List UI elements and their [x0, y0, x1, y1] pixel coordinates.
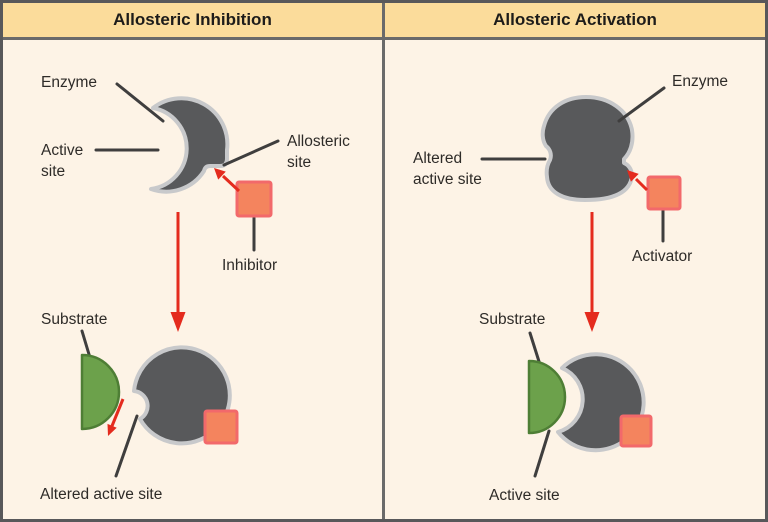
- activator-label: Activator: [632, 248, 693, 265]
- altered-active-site-label-activation: Altered active site: [413, 150, 482, 189]
- substrate-label-activation: Substrate: [479, 311, 546, 328]
- active-site-label-activation: Active site: [489, 487, 560, 504]
- substrate-rejected-arrow-shaft: [110, 398, 125, 427]
- panel-header-activation-title: Allosteric Activation: [493, 10, 657, 29]
- enzyme-pointer-line: [115, 82, 165, 123]
- enzyme-label-inhibition: Enzyme: [41, 74, 97, 91]
- inhibitor-binding-arrow-shaft: [221, 174, 241, 193]
- enzyme-shape-inhibition-top: [149, 96, 230, 194]
- substrate-label-inhibition: Substrate: [41, 311, 108, 328]
- reaction-arrow-head-activation: [584, 312, 600, 332]
- panel-divider: [382, 3, 385, 519]
- substrate-shape-inhibition: [80, 353, 121, 431]
- altered-active-site-pointer-line-inhibition: [114, 414, 139, 478]
- panel-header-activation: Allosteric Activation: [385, 3, 765, 40]
- allosteric-site-label: Allosteric site: [287, 133, 350, 172]
- altered-active-site-label-inhibition: Altered active site: [40, 486, 163, 503]
- panel-header-inhibition: Allosteric Inhibition: [3, 3, 382, 40]
- active-site-pointer-line-activation: [533, 429, 551, 478]
- enzyme-label-activation: Enzyme: [672, 73, 728, 90]
- inhibitor-binding-arrow-head: [214, 168, 226, 180]
- activator-binding-arrow-head: [627, 170, 639, 182]
- inhibitor-label: Inhibitor: [222, 257, 278, 274]
- bound-inhibitor-square: [203, 409, 239, 445]
- inhibitor-square: [235, 180, 273, 218]
- activator-binding-arrow-shaft: [634, 177, 649, 192]
- allosteric-site-pointer-line: [222, 139, 280, 167]
- active-site-label-inhibition: Active site: [41, 142, 84, 181]
- panel-header-inhibition-title: Allosteric Inhibition: [113, 10, 272, 29]
- bound-activator-square: [619, 414, 653, 448]
- substrate-shape-activation: [527, 359, 567, 435]
- activator-square: [646, 175, 682, 211]
- substrate-rejected-arrow-head: [107, 423, 117, 436]
- enzyme-shape-activation-top: [540, 95, 635, 202]
- enzyme-pointer-line-activation: [617, 86, 666, 123]
- reaction-arrow-head-inhibition: [170, 312, 186, 332]
